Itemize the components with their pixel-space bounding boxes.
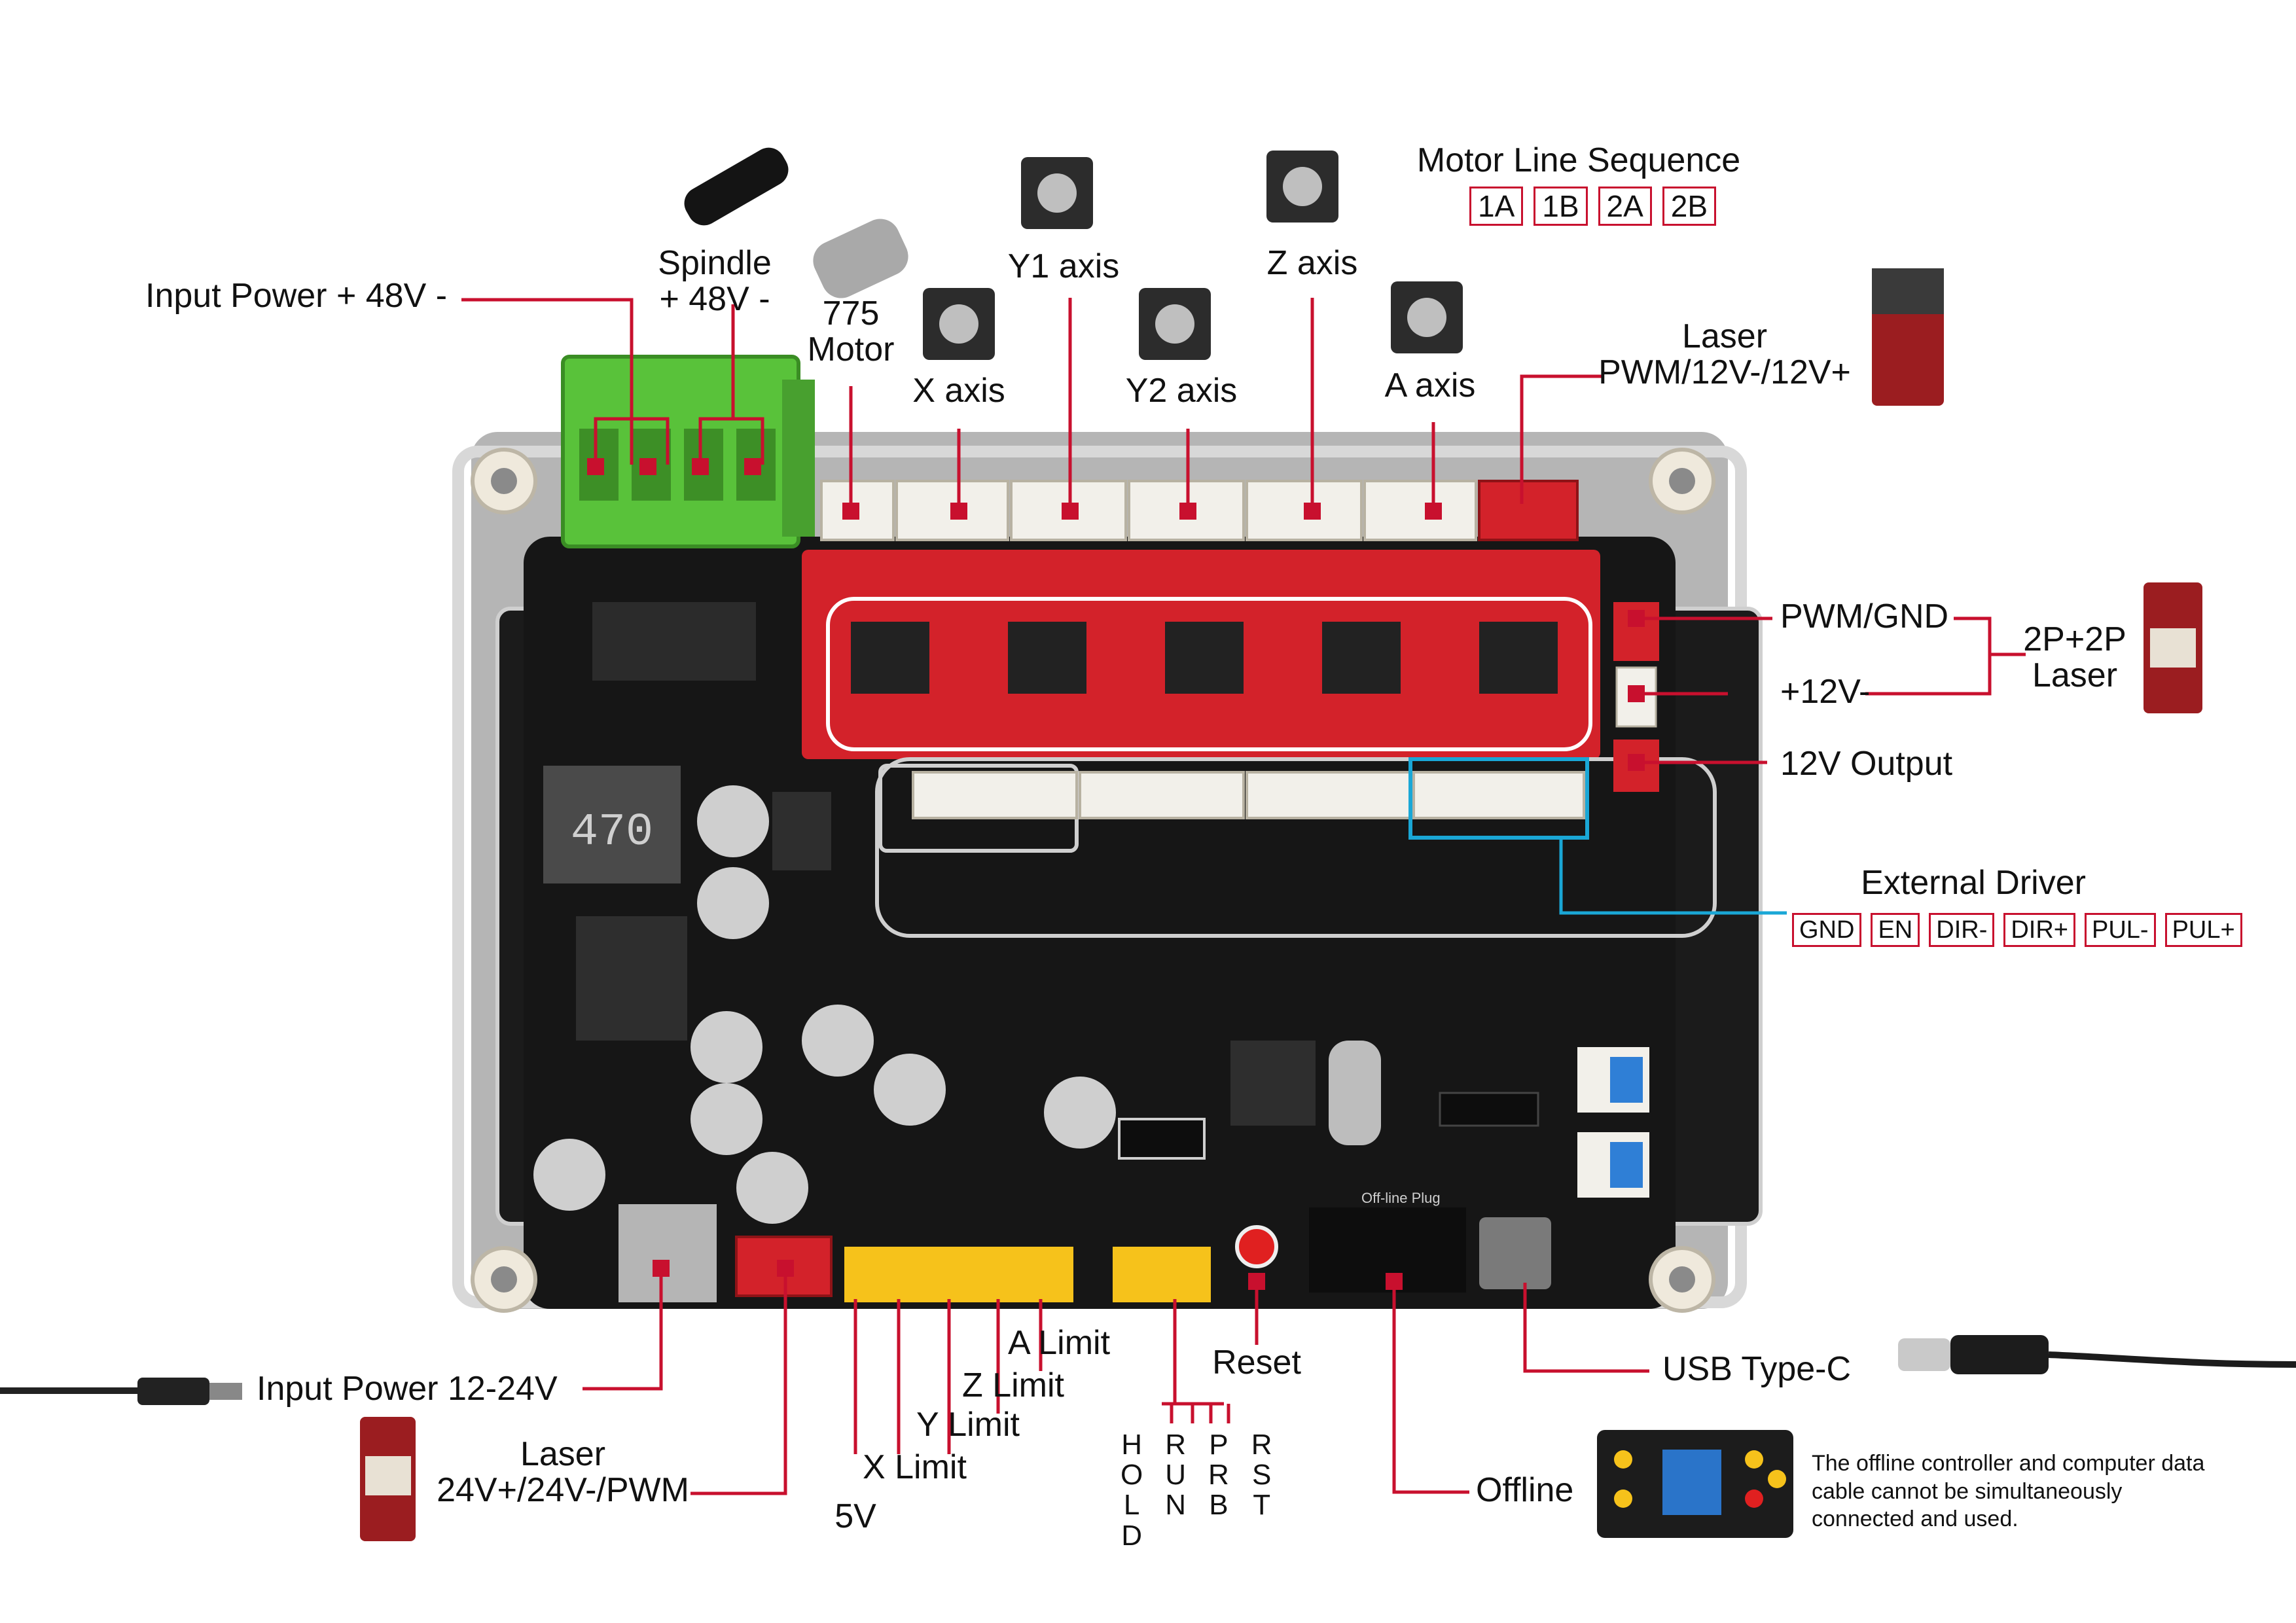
rst-letter: R bbox=[1251, 1429, 1272, 1461]
prb-letter: B bbox=[1209, 1489, 1229, 1522]
sequence-1a: 1A bbox=[1469, 187, 1524, 226]
external-driver-headers bbox=[875, 757, 1717, 938]
dc-power-cable-icon bbox=[0, 1378, 242, 1405]
label-laser-pwm-12v: Laser PWM/12V-/12V+ bbox=[1598, 317, 1851, 391]
prb-letter: R bbox=[1208, 1459, 1229, 1491]
bottom-connectors: Off-line Plug bbox=[619, 1190, 1441, 1302]
run-letter: R bbox=[1165, 1429, 1187, 1461]
sequence-2a: 2A bbox=[1598, 187, 1652, 226]
label-12v-output: 12V Output bbox=[1780, 745, 1953, 783]
motor-sequence-title: Motor Line Sequence bbox=[1416, 141, 1741, 179]
laser-module-icon-right bbox=[2144, 582, 2202, 713]
hold-letter: O bbox=[1121, 1459, 1143, 1491]
a-axis-motor-icon bbox=[1391, 281, 1463, 353]
label-spindle-48v: Spindle + 48V - bbox=[658, 244, 772, 318]
motor-connectors bbox=[820, 480, 1579, 541]
label-laser-24v: Laser 24V+/24V-/PWM bbox=[437, 1435, 689, 1509]
callout-lines bbox=[461, 298, 2026, 1495]
y2-axis-motor-icon bbox=[1139, 288, 1211, 360]
laser-module-icon-top bbox=[1872, 268, 1944, 406]
offline-note: The offline controller and computer data… bbox=[1812, 1451, 2205, 1531]
rst-letter: S bbox=[1252, 1459, 1272, 1491]
offline-controller-icon bbox=[1597, 1430, 1793, 1538]
label-775-motor: 775 Motor bbox=[807, 294, 895, 368]
pin-dir-minus: DIR- bbox=[1929, 913, 1995, 947]
label-reset: Reset bbox=[1212, 1344, 1301, 1382]
label-pwm-gnd: PWM/GND bbox=[1780, 597, 1949, 635]
label-a-axis: A axis bbox=[1384, 366, 1476, 404]
run-letter: U bbox=[1165, 1459, 1187, 1491]
control-pin-hold: H O L D bbox=[1121, 1429, 1143, 1552]
run-letter: N bbox=[1165, 1489, 1187, 1522]
label-usb-type-c: USB Type-C bbox=[1662, 1350, 1852, 1388]
label-external-driver: External Driver bbox=[1861, 864, 2086, 902]
label-z-axis: Z axis bbox=[1266, 244, 1358, 282]
label-offline: Offline bbox=[1476, 1471, 1574, 1509]
corner-standoffs bbox=[471, 448, 1715, 1313]
inductor-marking: 470 bbox=[571, 807, 653, 859]
hold-letter: L bbox=[1123, 1489, 1140, 1522]
power-terminal-block bbox=[561, 355, 815, 548]
stepper-motor-icons bbox=[923, 151, 1463, 360]
control-pin-rst: R S T bbox=[1251, 1429, 1272, 1551]
pin-pul-minus: PUL- bbox=[2085, 913, 2156, 947]
motor-sequence-row: 1A 1B 2A 2B bbox=[1469, 187, 1717, 226]
hold-letter: D bbox=[1121, 1519, 1142, 1552]
label-input-power-48v: Input Power + 48V - bbox=[145, 277, 448, 315]
control-pin-run: R U N bbox=[1165, 1429, 1187, 1551]
label-x-axis: X axis bbox=[912, 372, 1005, 410]
callout-dots bbox=[587, 458, 1645, 1290]
label-z-limit: Z Limit bbox=[962, 1366, 1064, 1404]
external-driver-callout bbox=[1559, 838, 1787, 915]
hold-letter: H bbox=[1121, 1429, 1142, 1461]
z-axis-motor-icon bbox=[1266, 151, 1338, 223]
label-5v: 5V bbox=[834, 1497, 876, 1535]
control-pin-prb: P R B bbox=[1208, 1429, 1229, 1551]
control-pin-labels: H O L D R U N P R B R S T bbox=[1121, 1429, 1272, 1552]
label-y1-axis: Y1 axis bbox=[1007, 247, 1120, 285]
label-a-limit: A Limit bbox=[1008, 1324, 1111, 1362]
prb-letter: P bbox=[1209, 1429, 1229, 1461]
label-y2-axis: Y2 axis bbox=[1125, 372, 1238, 410]
y1-axis-motor-icon bbox=[1021, 157, 1093, 229]
pin-pul-plus: PUL+ bbox=[2164, 913, 2242, 947]
label-2p2p-laser: 2P+2P Laser bbox=[2023, 620, 2126, 694]
label-x-limit: X Limit bbox=[863, 1448, 967, 1486]
rst-letter: T bbox=[1253, 1489, 1271, 1522]
laser-module-icon-bottom-left bbox=[360, 1417, 416, 1541]
external-driver-pins: GND EN DIR- DIR+ PUL- PUL+ bbox=[1792, 913, 2242, 947]
label-plus-12v: +12V- bbox=[1780, 673, 1871, 711]
stepper-driver-modules bbox=[802, 550, 1600, 759]
sequence-1b: 1B bbox=[1534, 187, 1588, 226]
label-input-power-12-24v: Input Power 12-24V bbox=[257, 1370, 558, 1408]
label-y-limit: Y Limit bbox=[916, 1406, 1020, 1444]
pin-en: EN bbox=[1871, 913, 1920, 947]
power-section: 470 bbox=[533, 602, 1116, 1224]
pin-dir-plus: DIR+ bbox=[2003, 913, 2075, 947]
sequence-2b: 2B bbox=[1662, 187, 1717, 226]
x-axis-motor-icon bbox=[923, 288, 995, 360]
spindle-icon bbox=[684, 147, 789, 226]
motor-775-icon bbox=[813, 219, 908, 298]
pin-gnd: GND bbox=[1792, 913, 1862, 947]
usb-c-cable-icon bbox=[1898, 1335, 2296, 1374]
offline-plug-marking: Off-line Plug bbox=[1361, 1190, 1441, 1206]
